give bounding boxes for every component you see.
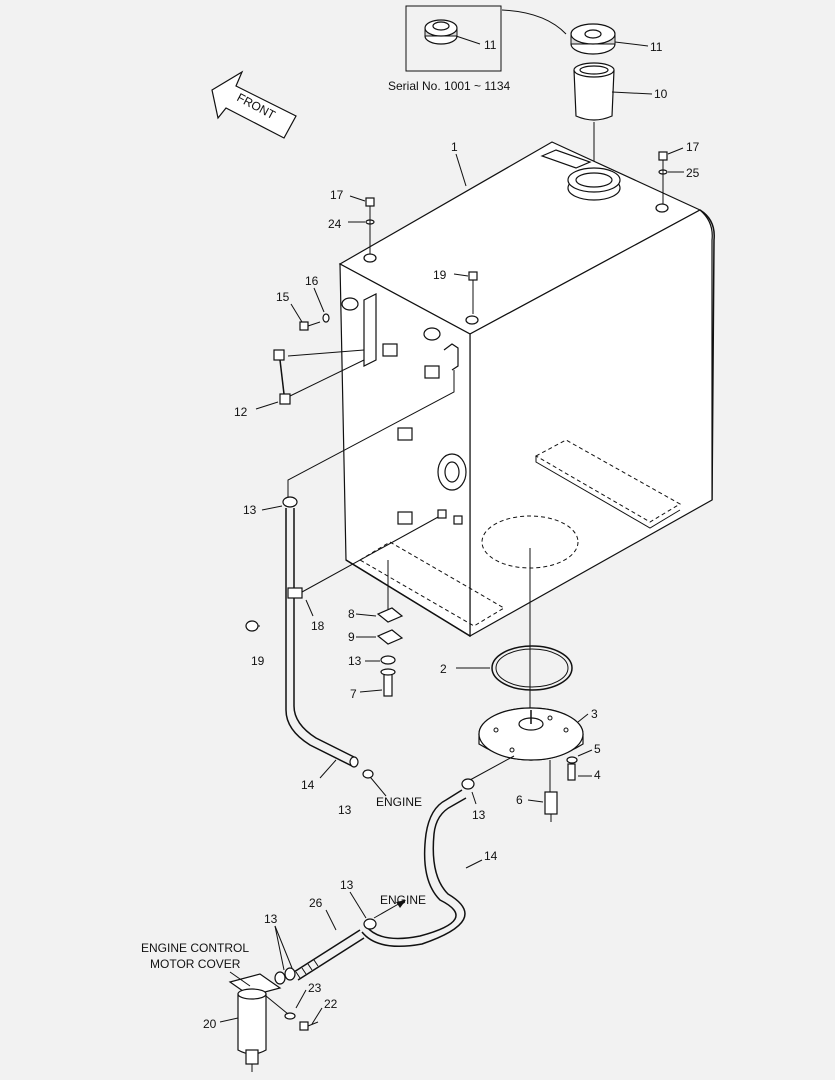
engine-label-2: ENGINE	[380, 893, 426, 907]
callout-16: 16	[305, 274, 319, 288]
callout-17-left: 17	[330, 188, 344, 202]
bolt-23-24	[265, 995, 319, 1031]
filler-cap	[570, 23, 616, 55]
callout-3: 3	[591, 707, 598, 721]
suction-flange	[478, 707, 584, 761]
suction-hose	[361, 755, 515, 947]
callout-20: 13	[348, 654, 362, 668]
return-line-left	[245, 370, 463, 768]
callout-11: 11	[650, 40, 663, 54]
fitting-6	[544, 760, 558, 822]
callout-5: 5	[594, 742, 601, 756]
washer-16	[322, 313, 330, 323]
callout-17-right: 17	[686, 140, 700, 154]
callout-24: 23	[308, 981, 322, 995]
clamp-13-engine-1	[362, 769, 374, 779]
callout-14-left: 14	[301, 778, 315, 792]
callout-10: 10	[654, 87, 668, 101]
callout-22: 20	[203, 1017, 217, 1031]
bolt-17-left	[365, 197, 375, 254]
callout-8: 8	[348, 607, 355, 621]
cover-label-line2: MOTOR COVER	[150, 957, 241, 971]
callout-6: 6	[516, 793, 523, 807]
callout-23: 22	[324, 997, 338, 1011]
fuel-tank	[338, 141, 715, 760]
callout-13-b: 13	[338, 803, 352, 817]
bolt-21	[468, 271, 478, 314]
callout-13-d: 13	[340, 878, 354, 892]
callout-2: 2	[440, 662, 447, 676]
engine-arrow-line-2	[373, 901, 403, 919]
callout-11-inset: 11	[484, 38, 497, 52]
level-gauge	[273, 349, 365, 405]
callout-13-e: 13	[264, 912, 278, 926]
callout-18: 18	[311, 619, 325, 633]
inset-box	[405, 5, 567, 72]
strainer	[573, 62, 615, 121]
clamp-stack	[376, 560, 404, 697]
callout-1: 1	[451, 140, 458, 154]
callout-12: 12	[234, 405, 248, 419]
callout-4: 4	[594, 768, 601, 782]
water-separator	[228, 967, 296, 1072]
callout-25-right: 25	[686, 166, 700, 180]
callout-25-left: 24	[328, 217, 342, 231]
callout-14-right: 14	[484, 849, 498, 863]
callout-7: 7	[350, 687, 357, 701]
front-arrow	[211, 70, 297, 139]
bolt-4-5	[566, 756, 578, 781]
bolt-15	[299, 321, 321, 331]
bolt-17-right	[658, 151, 668, 204]
clamp-13-engine-2	[363, 918, 377, 930]
callout-15: 15	[276, 290, 290, 304]
inset-serial-caption: Serial No. 1001 ~ 1134	[388, 79, 511, 93]
drain-hose-26	[293, 929, 365, 981]
engine-arrow-head-2	[396, 900, 406, 908]
callout-19: 19	[251, 654, 265, 668]
callout-21: 19	[433, 268, 447, 282]
o-ring	[491, 645, 573, 691]
callout-9: 9	[348, 630, 355, 644]
callout-13-c: 13	[472, 808, 486, 822]
callout-26: 26	[309, 896, 323, 910]
callout-13-left: 13	[243, 503, 257, 517]
engine-label-1: ENGINE	[376, 795, 422, 809]
cover-label-line1: ENGINE CONTROL	[141, 941, 249, 955]
